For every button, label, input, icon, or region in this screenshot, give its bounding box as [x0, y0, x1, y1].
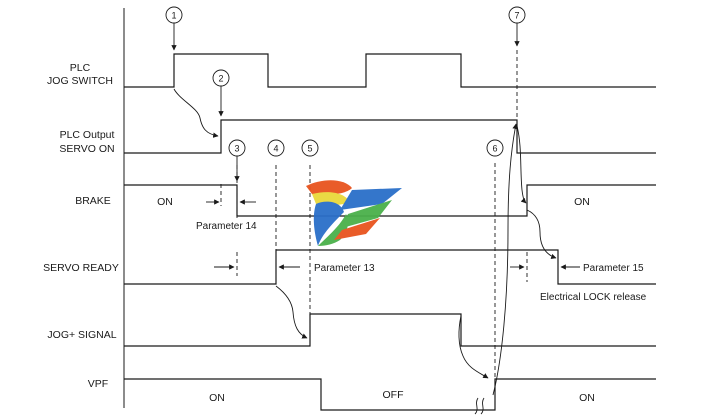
curve-servo-on-off-to-brake	[516, 125, 527, 204]
label-plc-output: PLC Output	[60, 129, 115, 141]
curve-jog-off-to-vpf	[458, 315, 489, 379]
wave-plc-output-servo-on	[124, 119, 656, 154]
curve-switch-to-servo-on	[173, 88, 219, 138]
svg-text:4: 4	[273, 144, 278, 154]
vpf-off-label: OFF	[383, 389, 404, 401]
svg-text:5: 5	[307, 144, 312, 154]
marker-6: 6	[486, 139, 504, 157]
parameter-13-label: Parameter 13	[314, 263, 375, 274]
marker-3: 3	[228, 139, 246, 182]
electrical-lock-release-label: Electrical LOCK release	[540, 292, 647, 303]
wave-vpf	[124, 378, 656, 411]
label-brake: BRAKE	[75, 195, 111, 207]
curve-brake-to-servo-ready-off	[526, 209, 557, 260]
svg-text:1: 1	[171, 11, 176, 21]
parameter-14-label: Parameter 14	[196, 221, 257, 232]
svg-text:7: 7	[514, 11, 519, 21]
curve-vpf-wiggle	[474, 397, 485, 415]
wave-brake	[124, 184, 656, 217]
label-jog-plus-signal: JOG+ SIGNAL	[47, 329, 116, 341]
watermark-logo	[306, 180, 402, 246]
label-plc: PLC	[70, 62, 91, 74]
svg-text:3: 3	[234, 144, 239, 154]
marker-7: 7	[508, 6, 526, 47]
label-vpf: VPF	[88, 378, 108, 390]
label-servo-ready: SERVO READY	[43, 262, 119, 274]
svg-text:6: 6	[492, 144, 497, 154]
curve-vpf-to-servo-on-off	[492, 123, 518, 396]
vpf-on-initial-label: ON	[209, 392, 225, 404]
marker-2: 2	[212, 69, 230, 117]
wave-servo-ready	[124, 249, 656, 285]
brake-on-initial-label: ON	[157, 196, 173, 208]
brake-on-final-label: ON	[574, 196, 590, 208]
curve-servo-ready-to-jog	[275, 285, 308, 339]
marker-5: 5	[301, 139, 319, 157]
wave-jog-plus-signal	[124, 313, 656, 347]
svg-text:2: 2	[218, 74, 223, 84]
parameter-15-label: Parameter 15	[583, 263, 644, 274]
wave-plc-jog-switch	[124, 53, 656, 88]
marker-1: 1	[165, 6, 183, 51]
vpf-on-final-label: ON	[579, 392, 595, 404]
label-servo-on: SERVO ON	[59, 143, 114, 155]
marker-4: 4	[267, 139, 285, 157]
label-jog-switch: JOG SWITCH	[47, 75, 113, 87]
